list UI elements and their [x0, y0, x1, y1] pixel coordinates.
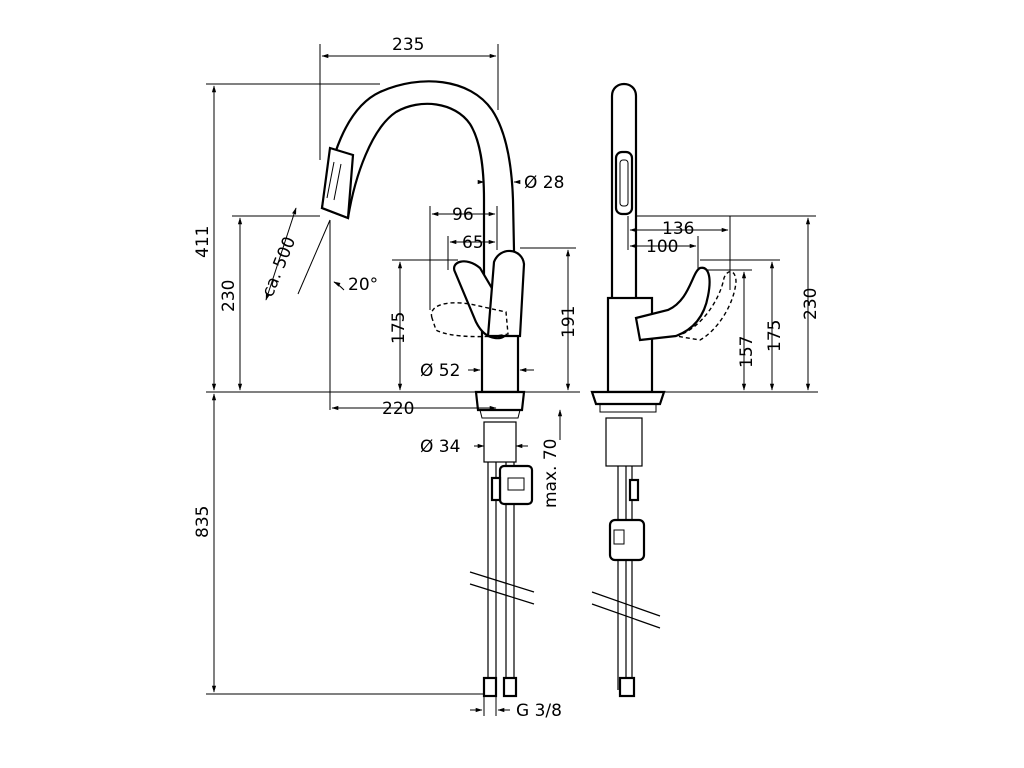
dim-136: 136	[662, 219, 694, 239]
faucet-body	[480, 328, 520, 394]
dim-175-right: 175	[765, 320, 785, 352]
side-view	[590, 82, 737, 698]
handle-knob	[486, 249, 526, 338]
dimension-labels: 235 411 230 ca. 500 20° Ø 28 96 65 175 1…	[193, 35, 821, 721]
dim-diameter-34: Ø 34	[420, 437, 460, 457]
dim-96: 96	[452, 205, 474, 225]
dim-100: 100	[646, 237, 678, 257]
hose-weight	[498, 464, 534, 506]
dim-diameter-52: Ø 52	[420, 361, 460, 381]
dim-235: 235	[392, 35, 424, 55]
handle-alt-position	[430, 302, 509, 338]
shank	[483, 421, 517, 463]
dim-20-deg: 20°	[348, 275, 378, 295]
side-handle	[634, 266, 711, 342]
dim-175-left: 175	[389, 312, 409, 344]
dim-65: 65	[462, 233, 484, 253]
dim-max-70: max. 70	[541, 439, 561, 508]
dim-230-left: 230	[219, 280, 239, 312]
dim-835: 835	[193, 506, 213, 538]
dim-157: 157	[737, 336, 757, 368]
dim-ca-500: ca. 500	[258, 234, 300, 300]
dimension-lines	[206, 44, 818, 716]
side-body	[606, 296, 654, 394]
base-plate	[474, 390, 526, 412]
dim-g-3-8: G 3/8	[516, 701, 562, 721]
front-view	[320, 80, 535, 698]
dim-230-right: 230	[801, 288, 821, 320]
dim-191: 191	[559, 306, 579, 338]
dim-220: 220	[382, 399, 414, 419]
dim-411: 411	[193, 226, 213, 258]
dim-diameter-28: Ø 28	[524, 173, 564, 193]
spout-outer	[320, 80, 517, 302]
